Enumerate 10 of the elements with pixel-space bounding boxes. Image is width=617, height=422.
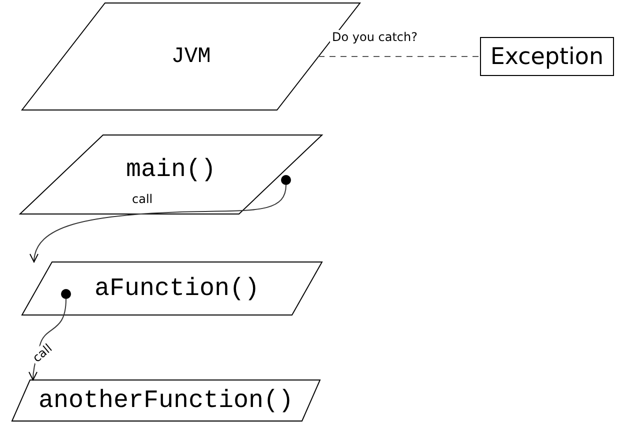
node-label: Exception	[490, 44, 604, 70]
function-name: main()	[126, 155, 216, 184]
dot-marker	[61, 289, 71, 299]
function-name: aFunction()	[93, 274, 260, 303]
edge-label: Do you catch?	[330, 30, 420, 44]
dashed-connector	[318, 56, 480, 57]
function-name: anotherFunction()	[38, 386, 294, 415]
dot-marker	[281, 175, 291, 185]
call-arrow	[30, 184, 286, 262]
function-name: JVM	[171, 44, 211, 69]
